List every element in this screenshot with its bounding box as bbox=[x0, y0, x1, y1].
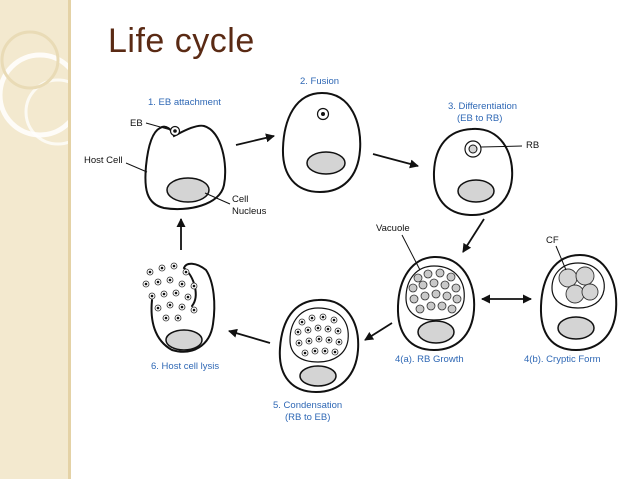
stage-4a-label: 4(a). RB Growth bbox=[395, 354, 464, 365]
stage-5-cell bbox=[278, 298, 360, 394]
stage-6-label: 6. Host cell lysis bbox=[151, 361, 219, 372]
stage-1-cell bbox=[144, 124, 227, 211]
stage-5-label-line2: (RB to EB) bbox=[285, 412, 330, 423]
arrow-1-to-2 bbox=[235, 133, 275, 146]
stage-4b-cell bbox=[539, 253, 618, 352]
nucleus-label: Nucleus bbox=[232, 206, 267, 217]
stage-2-label: 2. Fusion bbox=[300, 76, 339, 87]
stage-1-label: 1. EB attachment bbox=[148, 97, 221, 108]
vacuole-label: Vacuole bbox=[376, 223, 410, 234]
stage-3-label-line2: (EB to RB) bbox=[457, 113, 502, 124]
cf-label: CF bbox=[546, 235, 559, 246]
arrow-4a-to-5 bbox=[364, 322, 393, 341]
stage-3-cell bbox=[432, 127, 514, 217]
slide-title: Life cycle bbox=[108, 22, 255, 60]
condensing-bodies bbox=[294, 313, 343, 357]
eb-label: EB bbox=[130, 118, 143, 129]
cell-label: Cell bbox=[232, 194, 248, 205]
arrow-3-to-4a bbox=[462, 218, 485, 253]
stripe-edge bbox=[68, 0, 71, 479]
rb-label: RB bbox=[526, 140, 539, 151]
stage-3-label-line1: 3. Differentiation bbox=[448, 101, 517, 112]
stage-2-cell bbox=[281, 91, 362, 194]
host-cell-label: Host Cell bbox=[84, 155, 123, 166]
released-bodies bbox=[142, 262, 198, 322]
stage-6-cell bbox=[142, 262, 216, 353]
stage-4a-cell bbox=[396, 255, 476, 352]
stage-4b-label: 4(b). Cryptic Form bbox=[524, 354, 601, 365]
arrow-2-to-3 bbox=[372, 153, 419, 169]
decorative-side-stripe bbox=[0, 0, 92, 479]
stage-5-label-line1: 5. Condensation bbox=[273, 400, 342, 411]
arrow-5-to-6 bbox=[228, 328, 271, 344]
